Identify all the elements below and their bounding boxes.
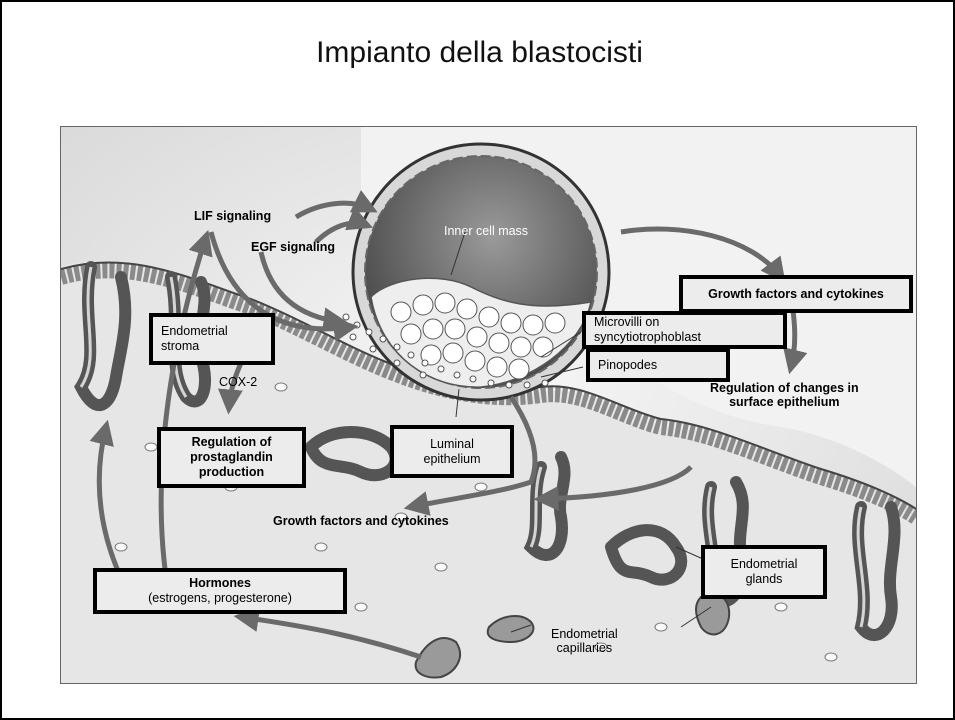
hormones-box: Hormones (estrogens, progesterone) bbox=[93, 568, 347, 614]
prostaglandin-box: Regulation of prostaglandin production bbox=[157, 427, 306, 488]
endometrial-stroma-text: Endometrial stroma bbox=[161, 324, 228, 354]
growth-factors-upper-text: Growth factors and cytokines bbox=[708, 287, 884, 302]
prostaglandin-text: Regulation of prostaglandin production bbox=[190, 435, 273, 480]
growth-factors-lower-label: Growth factors and cytokines bbox=[273, 514, 449, 528]
microvilli-box: Microvilli on syncytiotrophoblast bbox=[582, 311, 787, 349]
endometrial-glands-text: Endometrial glands bbox=[731, 557, 798, 587]
lif-signaling-label: LIF signaling bbox=[194, 209, 271, 223]
luminal-epithelium-text: Luminal epithelium bbox=[424, 437, 481, 467]
hormones-detail: (estrogens, progesterone) bbox=[148, 591, 292, 606]
hormones-title: Hormones bbox=[189, 576, 251, 591]
growth-factors-upper-box: Growth factors and cytokines bbox=[679, 275, 913, 313]
slide-title: Impianto della blastocisti bbox=[2, 36, 955, 70]
blastocyst bbox=[353, 144, 609, 400]
egf-signaling-label: EGF signaling bbox=[251, 240, 335, 254]
pinopodes-text: Pinopodes bbox=[598, 358, 657, 373]
inner-cell-mass-label: Inner cell mass bbox=[444, 224, 528, 238]
capillaries-label: Endometrial capillaries bbox=[551, 627, 618, 656]
cox2-label: COX-2 bbox=[219, 375, 257, 389]
endometrial-glands-box: Endometrial glands bbox=[701, 545, 827, 599]
pinopodes-box: Pinopodes bbox=[586, 348, 730, 382]
implantation-figure: LIF signaling EGF signaling Inner cell m… bbox=[60, 126, 917, 684]
regulation-changes-label: Regulation of changes in surface epithel… bbox=[710, 381, 859, 410]
endometrial-stroma-box: Endometrial stroma bbox=[149, 313, 275, 365]
microvilli-text: Microvilli on syncytiotrophoblast bbox=[594, 315, 701, 345]
luminal-epithelium-box: Luminal epithelium bbox=[390, 425, 514, 478]
